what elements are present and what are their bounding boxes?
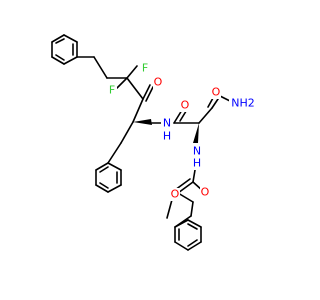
atom-label-h-amide: H — [163, 130, 171, 143]
atom-label-o-ketone: O — [154, 76, 163, 89]
stereo-wedge-2 — [193, 123, 199, 143]
atom-label-h-carbamate: H — [193, 157, 201, 170]
atom-label-f2: F — [109, 84, 115, 97]
atom-label-o-amide: O — [181, 99, 190, 112]
atom-label-f1: F — [142, 62, 148, 75]
ketone-group — [132, 84, 154, 123]
atom-label-o-carbamate-ester: O — [171, 188, 180, 201]
difluoro-group — [116, 65, 144, 100]
atom-labels: F F O N H O O NH2 N H O O — [107, 62, 257, 201]
molecule-structure: F F O N H O O NH2 N H O O — [51, 34, 257, 251]
ethyl-linker — [76, 56, 128, 79]
atom-label-n-amide: N — [163, 117, 171, 130]
stereo-wedge — [133, 119, 152, 125]
benzyl-phenyl-ring — [95, 162, 122, 193]
atom-label-n-carbamate: N — [193, 145, 201, 158]
atom-label-o-carbamate-carbonyl: O — [201, 186, 210, 199]
top-phenyl-ring — [51, 34, 78, 65]
atom-label-o-carboxamide: O — [212, 86, 221, 99]
atom-label-nh2: NH2 — [231, 97, 255, 110]
benzyloxy-group — [174, 192, 202, 251]
carboxamide-side-chain — [198, 95, 235, 124]
benzyl-alpha-carbon — [107, 119, 152, 164]
amide-linkage — [151, 107, 200, 124]
